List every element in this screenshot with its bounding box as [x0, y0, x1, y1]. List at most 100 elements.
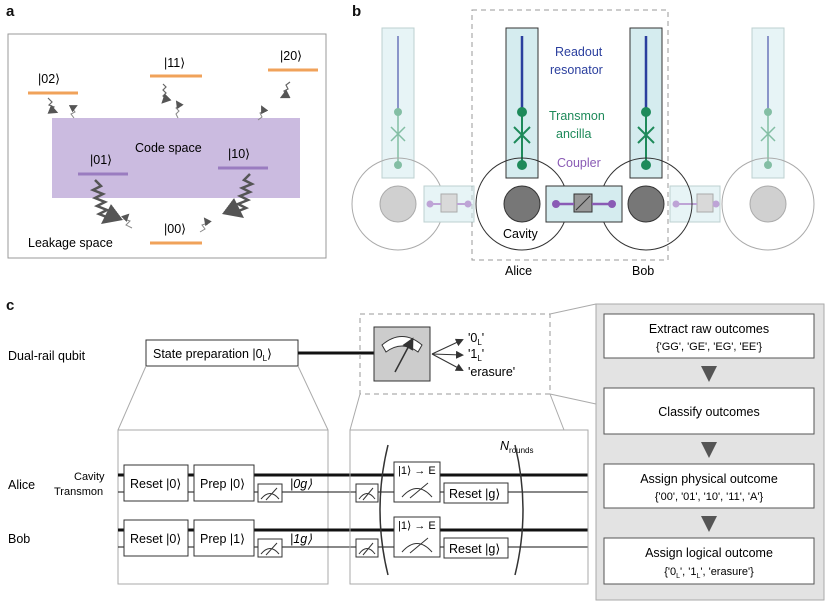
transmon-label-2: ancilla: [556, 127, 591, 141]
alice-erasure-meter: [401, 482, 433, 499]
zoom-line-4: [549, 393, 565, 431]
outcome-0L: '0L': [468, 331, 484, 347]
zoom-line-6: [549, 393, 597, 405]
flow-step-classify: [603, 387, 815, 435]
state-00-label: |00⟩: [164, 222, 186, 236]
small-arrow-11-up: [175, 100, 184, 119]
cavity-wire-label: Cavity: [74, 471, 105, 483]
flow-extract-title: Extract raw outcomes: [649, 322, 769, 336]
alice-measure2-needle: [358, 487, 376, 501]
zoom-line-2: [297, 365, 329, 431]
measure-dashed-box: [359, 313, 551, 395]
bob-erasure-text: |1⟩ → E: [398, 520, 436, 532]
small-arrow-02-up: [68, 105, 78, 119]
bob-reset-text: Reset |0⟩: [130, 532, 181, 546]
code-space-label: Code space: [135, 141, 202, 155]
state-20-label: |20⟩: [280, 49, 302, 63]
alice-unit: [475, 27, 569, 251]
loop-paren-right: [514, 444, 524, 576]
flow-physical-sub: {'00', '01', '10', '11', 'A'}: [655, 491, 764, 503]
flow-step-physical: [603, 463, 815, 509]
alice-bob-dashed-box: [471, 9, 669, 261]
bob-reset-box: [123, 519, 189, 557]
decay-01-to-00: [89, 179, 123, 224]
bob-measure2-needle: [358, 542, 376, 556]
alice-prep-text: Prep |0⟩: [200, 477, 245, 491]
n-rounds: Nrounds: [500, 439, 534, 455]
alice-reset-text: Reset |0⟩: [130, 477, 181, 491]
bob-prep-box: [193, 519, 255, 557]
alice-erasure-text: |1⟩ → E: [398, 465, 436, 477]
state-01-label: |01⟩: [90, 153, 112, 167]
zoom-line-3: [349, 393, 361, 431]
bob-erasure-meter: [401, 537, 433, 554]
bob-measure-needle: [260, 542, 280, 556]
small-arrow-20-up: [257, 105, 269, 121]
flow-classify-title: Classify outcomes: [658, 405, 759, 419]
bob-reset-g-text: Reset |g⟩: [449, 542, 500, 556]
bob-unit: [599, 27, 693, 251]
outcome-erasure: 'erasure': [468, 365, 515, 379]
outcome-arrow-0: [431, 338, 464, 355]
alice-reset-g-box: [443, 482, 509, 504]
transmon-wire-label: Transmon: [54, 486, 103, 498]
loop-paren-left: [379, 444, 389, 576]
flow-physical-title: Assign physical outcome: [640, 472, 778, 486]
flow-logical-sub: {'0L', '1L', 'erasure'}: [664, 566, 754, 580]
dual-rail-label: Dual-rail qubit: [8, 349, 86, 363]
small-arrow-20-down: [279, 81, 291, 99]
small-arrow-00-right: [199, 217, 212, 233]
state-02-label: |02⟩: [38, 72, 60, 86]
right-faded-unit: [669, 27, 815, 251]
alice-prep-box: [193, 464, 255, 502]
alice-label-b: Alice: [505, 264, 532, 278]
outcome-1L: '1L': [468, 347, 484, 363]
readout-label-1: Readout: [555, 45, 603, 59]
panel-a-label: a: [6, 3, 15, 20]
decay-10-to-00: [222, 173, 256, 218]
outcome-arrow-1: [431, 350, 464, 359]
panel-a-frame: [7, 33, 327, 259]
code-space-region: [52, 118, 300, 198]
flow-extract-sub: {'GG', 'GE', 'EG', 'EE'}: [656, 341, 762, 353]
transmon-label-1: Transmon: [549, 109, 605, 123]
readout-label-2: resonator: [550, 63, 603, 77]
bob-prep-text: Prep |1⟩: [200, 532, 245, 546]
zoom-line-1: [117, 365, 147, 431]
coupler-label: Coupler: [557, 156, 601, 170]
alice-out-state: |0g⟩: [290, 477, 312, 491]
zoom-line-5: [549, 303, 597, 315]
flow-step-logical: [603, 537, 815, 585]
prep-circuit-frame: [117, 429, 329, 585]
left-faded-unit: [351, 27, 475, 251]
alice-reset-g-text: Reset |g⟩: [449, 487, 500, 501]
alice-erasure-box: [393, 461, 441, 503]
bob-out-state: |1g⟩: [290, 532, 312, 546]
state-10-label: |10⟩: [228, 147, 250, 161]
small-arrow-00-left: [120, 213, 133, 229]
bob-erasure-box: [393, 516, 441, 558]
central-coupler: [545, 185, 623, 223]
meter-box: [373, 326, 431, 382]
alice-measure-needle: [260, 487, 280, 501]
state-11-label: |11⟩: [164, 56, 185, 70]
small-arrow-11-down: [161, 83, 172, 104]
small-arrow-02: [47, 97, 59, 114]
panel-c-label: c: [6, 297, 14, 314]
flow-logical-title: Assign logical outcome: [645, 546, 773, 560]
meter-needle: [394, 337, 414, 373]
state-prep-text: State preparation |0L⟩: [153, 347, 272, 363]
state-prep-box: [145, 339, 299, 367]
outcome-arrow-erasure: [431, 353, 464, 371]
alice-reset-box: [123, 464, 189, 502]
alice-label-c: Alice: [8, 478, 35, 492]
leakage-space-label: Leakage space: [28, 236, 113, 250]
panel-b-label: b: [352, 3, 361, 20]
bob-label-b: Bob: [632, 264, 654, 278]
flow-step-extract: [603, 313, 815, 359]
cavity-label: Cavity: [503, 227, 538, 241]
bob-label-c: Bob: [8, 532, 30, 546]
measure-circuit-frame: [349, 429, 589, 585]
bob-reset-g-box: [443, 537, 509, 559]
